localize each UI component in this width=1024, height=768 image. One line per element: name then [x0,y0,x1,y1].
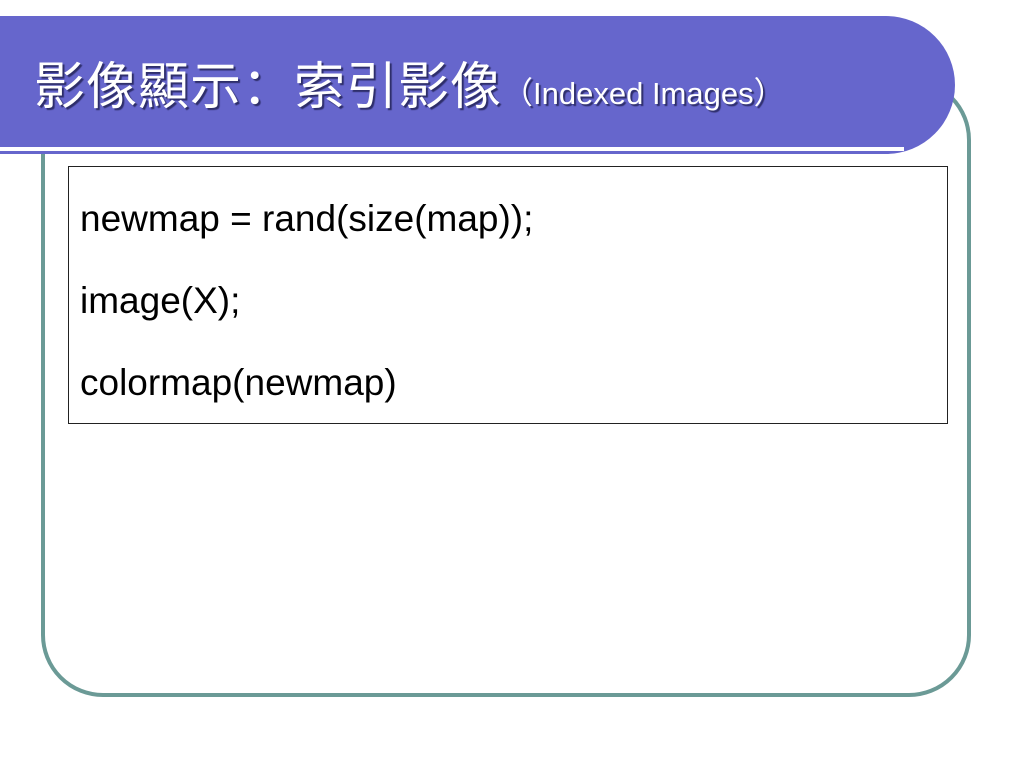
slide-title: 影像顯示：索引影像（Indexed Images） [34,62,785,113]
slide-title-subtitle: （Indexed Images） [502,76,785,111]
code-block: newmap = rand(size(map)); image(X); colo… [68,166,948,424]
title-banner: 影像顯示：索引影像（Indexed Images） [0,16,955,154]
slide-title-main: 影像顯示：索引影像 [34,58,503,117]
code-line: colormap(newmap) [80,362,397,403]
code-line: newmap = rand(size(map)); [80,198,534,239]
title-underline-rule [0,147,904,151]
code-line: image(X); [80,280,241,321]
